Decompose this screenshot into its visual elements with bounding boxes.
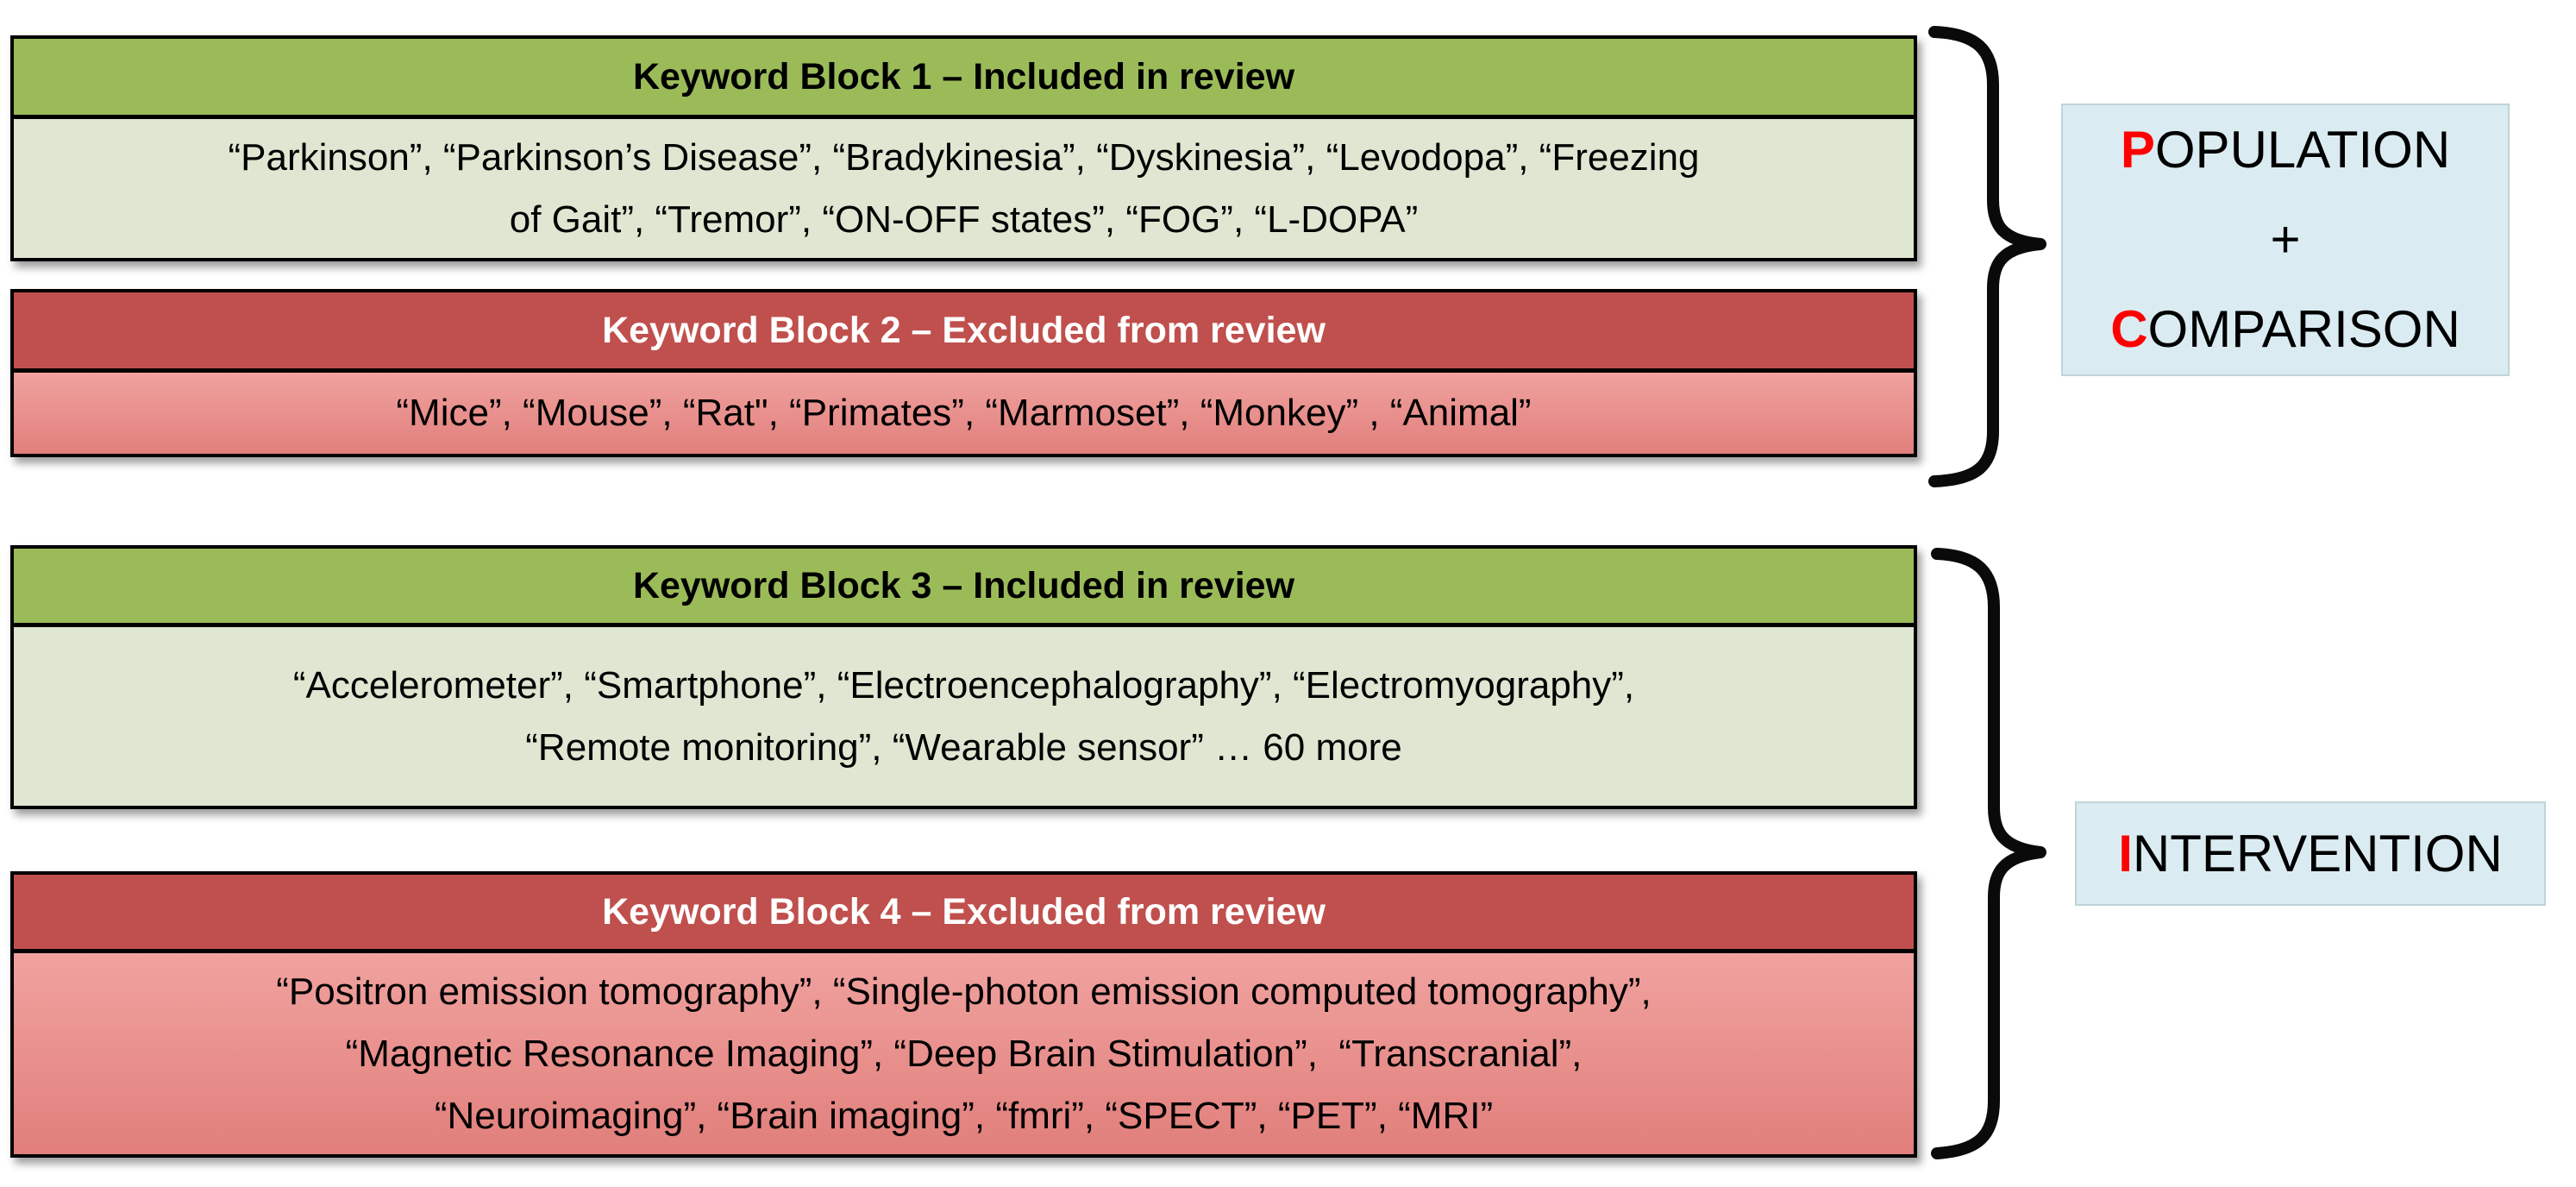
keyword-block-2-body: “Mice”, “Mouse”, “Rat", “Primates”, “Mar… [14,373,1914,454]
keyword-block-1-body: “Parkinson”, “Parkinson’s Disease”, “Bra… [14,119,1914,258]
population-comparison-label: POPULATION + COMPARISON [2061,104,2510,376]
keyword-block-4-body: “Positron emission tomography”, “Single-… [14,953,1914,1154]
keyword-block-4-title: Keyword Block 4 – Excluded from review [602,890,1326,933]
keyword-block-1-title: Keyword Block 1 – Included in review [632,55,1295,97]
keyword-block-4-keywords: “Positron emission tomography”, “Single-… [276,970,1652,1137]
comparison-rest: OMPARISON [2147,300,2460,358]
keyword-block-1-header: Keyword Block 1 – Included in review [14,39,1914,119]
comparison-lead-letter: C [2110,300,2148,358]
intervention-brace [1931,548,2046,1159]
population-comparison-brace [1928,26,2046,487]
keyword-block-2-header: Keyword Block 2 – Excluded from review [14,292,1914,373]
keyword-block-1-keywords: “Parkinson”, “Parkinson’s Disease”, “Bra… [228,135,1700,241]
intervention-label-line: INTERVENTION [2118,801,2503,906]
keyword-block-1: Keyword Block 1 – Included in review “Pa… [10,35,1917,261]
keyword-block-2: Keyword Block 2 – Excluded from review “… [10,289,1917,457]
intervention-label: INTERVENTION [2075,801,2546,906]
keyword-block-3-header: Keyword Block 3 – Included in review [14,549,1914,627]
population-lead-letter: P [2120,121,2155,179]
keyword-block-2-keywords: “Mice”, “Mouse”, “Rat", “Primates”, “Mar… [396,392,1532,434]
keyword-block-4: Keyword Block 4 – Excluded from review “… [10,871,1917,1158]
keyword-block-2-title: Keyword Block 2 – Excluded from review [602,309,1326,351]
plus-label-line: + [2270,195,2300,285]
intervention-lead-letter: I [2118,825,2133,882]
intervention-rest: NTERVENTION [2132,825,2503,882]
comparison-label-line: COMPARISON [2110,285,2460,374]
keyword-block-3-title: Keyword Block 3 – Included in review [632,564,1295,606]
keyword-block-4-header: Keyword Block 4 – Excluded from review [14,875,1914,953]
plus-sign: + [2270,210,2301,268]
keyword-block-3-keywords: “Accelerometer”, “Smartphone”, “Electroe… [292,663,1635,769]
keyword-block-3: Keyword Block 3 – Included in review “Ac… [10,545,1917,809]
population-rest: OPULATION [2154,121,2451,179]
keyword-block-3-body: “Accelerometer”, “Smartphone”, “Electroe… [14,627,1914,806]
population-label-line: POPULATION [2121,105,2450,195]
